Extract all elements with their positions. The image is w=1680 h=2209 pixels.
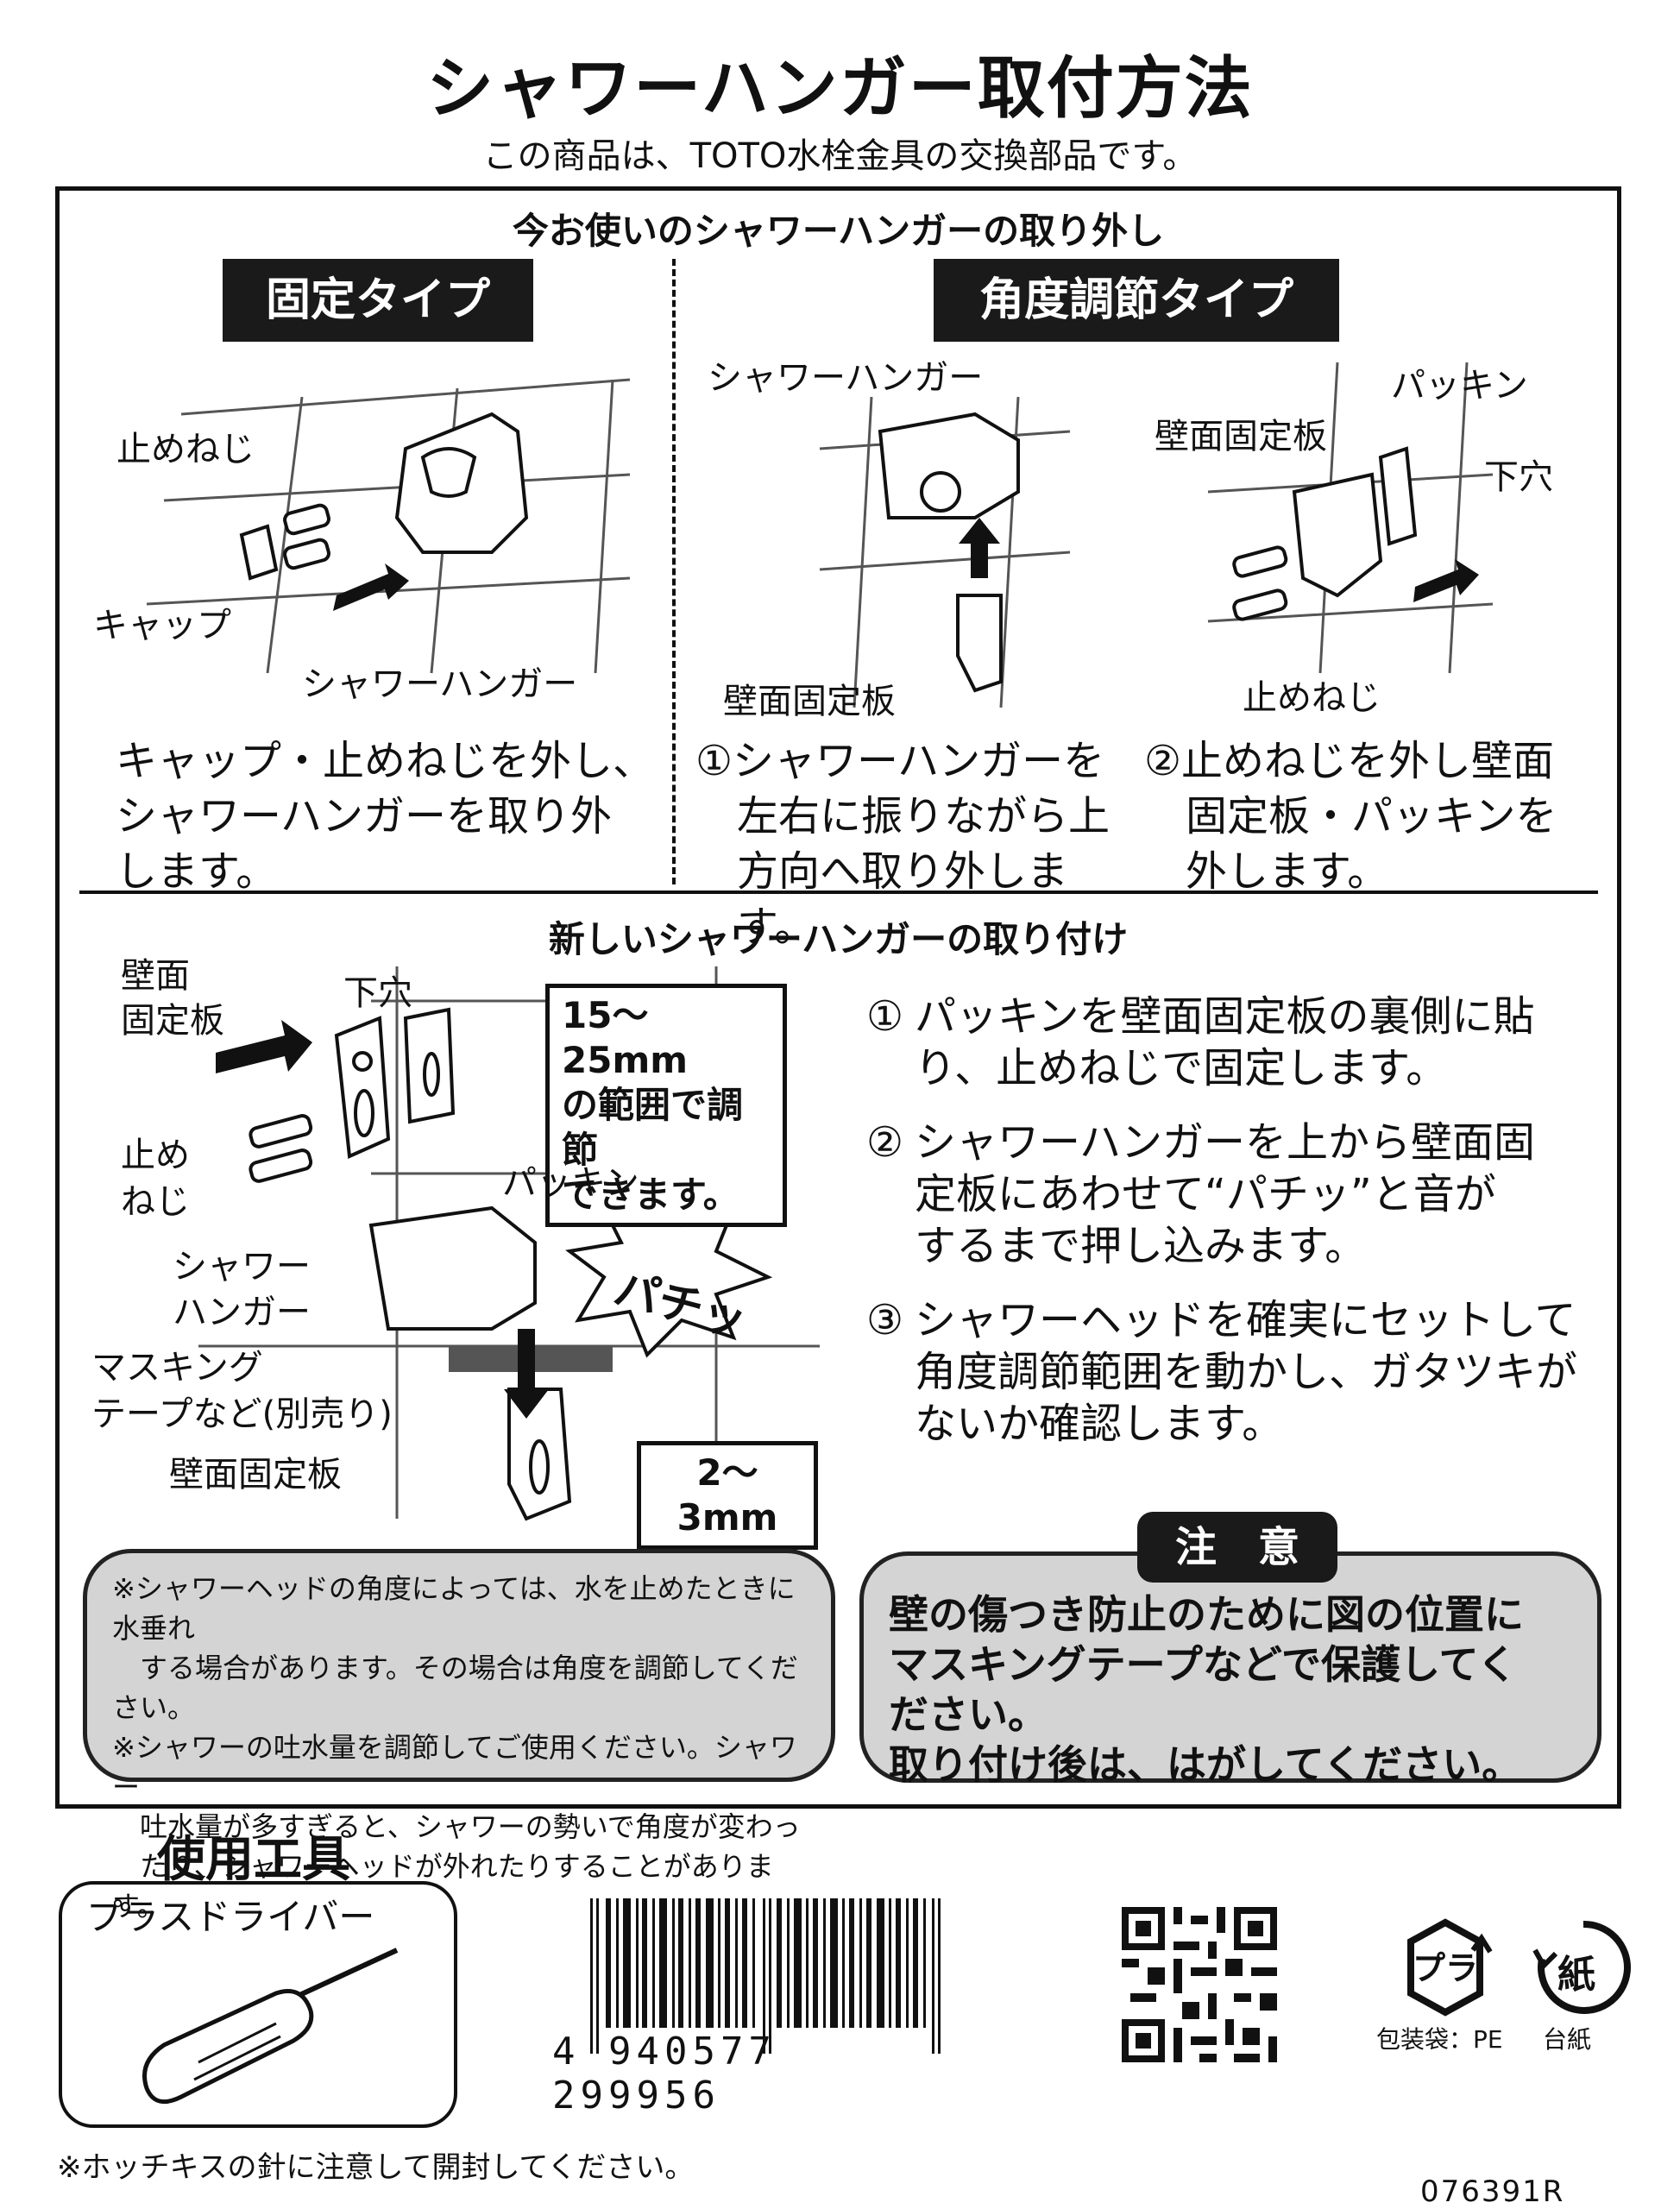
callout-tape-2: テープなど(別売り) <box>91 1386 393 1436</box>
fixed-instruction-line: シャワーハンガーを取り外 <box>116 789 668 844</box>
step-line: り、止めねじで固定します。 <box>866 1042 1600 1094</box>
page-subtitle: この商品は、TOTO水栓金具の交換部品です。 <box>0 128 1680 178</box>
caution-line: 取り付け後は、はがしてください。 <box>889 1740 1579 1790</box>
caution-content: 壁の傷つき防止のために図の位置に マスキングテープなどで保護してく ださい。 取… <box>889 1589 1579 1790</box>
callout-angle-hanger: シャワーハンガー <box>708 349 983 400</box>
qr-code-icon <box>1122 1907 1277 2062</box>
fixed-type-instruction: キャップ・止めねじを外し、 シャワーハンガーを取り外 します。 <box>116 733 668 899</box>
step-line: するまで押し込みます。 <box>866 1220 1600 1272</box>
callout-install-packing: パッキン <box>502 1155 639 1205</box>
section-divider <box>672 259 676 884</box>
caution-line: 壁の傷つき防止のために図の位置に <box>889 1589 1579 1639</box>
callout-hole: 下穴 <box>1484 449 1553 499</box>
callout-packing: パッキン <box>1391 357 1528 407</box>
paper-mark-text: 紙 <box>1557 1943 1595 1998</box>
fixed-instruction-line: キャップ・止めねじを外し、 <box>116 733 668 789</box>
product-code: 076391R <box>1420 2174 1564 2209</box>
step-line: パッキンを壁面固定板の裏側に貼 <box>915 992 1535 1041</box>
paper-material-label: 台紙 <box>1543 2021 1591 2055</box>
callout-angle-screw: 止めねじ <box>1243 670 1381 720</box>
step-number: ③ <box>866 1294 915 1346</box>
callout-install-hanger-2: ハンガー <box>173 1284 311 1334</box>
step-line: 定板にあわせて“パチッ”と音が <box>866 1168 1600 1220</box>
step-line: 止めねじを外し壁面 <box>1181 737 1554 785</box>
angle-type-label: 角度調節タイプ <box>934 259 1339 342</box>
callout-plate-bottom: 壁面固定板 <box>169 1446 342 1496</box>
callout-screw-2: ねじ <box>121 1174 190 1224</box>
step-line: シャワーハンガーを上から壁面固 <box>915 1118 1535 1167</box>
install-heading: 新しいシャワーハンガーの取り付け <box>55 910 1621 963</box>
fixed-instruction-line: します。 <box>116 844 668 899</box>
callout-screw: 止めねじ <box>116 421 255 471</box>
callout-angle-plate-2: 壁面固定板 <box>1155 408 1327 458</box>
note-line: ※シャワーヘッドの角度によっては、水を止めたときに水垂れ <box>112 1569 820 1648</box>
step-number: ② <box>866 1117 915 1168</box>
step-line: 外します。 <box>1144 844 1593 899</box>
callout-angle-plate-1: 壁面固定板 <box>723 673 896 723</box>
caution-label: 注 意 <box>1137 1512 1337 1583</box>
caution-line: ださい。 <box>889 1690 1579 1740</box>
step-line: 角度調節範囲を動かし、ガタツキが <box>866 1346 1600 1398</box>
bag-material-label: 包装袋：PE <box>1376 2021 1503 2055</box>
step-line: シャワーハンガーを <box>733 737 1104 785</box>
step-number: ② <box>1144 737 1181 785</box>
step-line: 左右に振りながら上 <box>695 789 1144 844</box>
angle-removal-illustration-1 <box>820 397 1070 708</box>
staple-warning: ※ホッチキスの針に注意して開封してください。 <box>57 2143 694 2186</box>
removal-heading: 今お使いのシャワーハンガーの取り外し <box>55 202 1621 255</box>
angle-step-2: ②止めねじを外し壁面 固定板・パッキンを 外します。 <box>1144 733 1593 899</box>
step-line: ないか確認します。 <box>866 1398 1600 1450</box>
fixed-type-label: 固定タイプ <box>223 259 533 342</box>
caution-line: マスキングテープなどで保護してく <box>889 1639 1579 1690</box>
callout-plate-top-2: 固定板 <box>121 992 224 1042</box>
tool-name: プラスドライバー <box>86 1888 374 1941</box>
step-line: 固定板・パッキンを <box>1144 789 1593 844</box>
callout-install-hanger-1: シャワー <box>173 1238 311 1288</box>
step-number: ① <box>866 991 915 1042</box>
callout-hanger: シャワーハンガー <box>302 656 577 706</box>
callout-tape-1: マスキング <box>91 1339 263 1389</box>
gap-callout-box: 2～3mm <box>637 1441 818 1550</box>
plastic-mark-text: プラ <box>1413 1942 1478 1989</box>
page-title: シャワーハンガー取付方法 <box>0 35 1680 131</box>
tools-heading: 使用工具 <box>157 1821 350 1891</box>
note-line: ※シャワーの吐水量を調節してご使用ください。シャワー <box>112 1728 820 1807</box>
step-number: ① <box>695 737 733 785</box>
screwdriver-icon <box>129 1942 414 2114</box>
step-line: シャワーヘッドを確実にセットして <box>915 1296 1576 1344</box>
callout-plate-top-1: 壁面 <box>121 947 190 998</box>
callout-cap: キャップ <box>93 597 231 647</box>
note-line: する場合があります。その場合は角度を調節してください。 <box>112 1648 820 1728</box>
callout-screw-1: 止め <box>121 1127 190 1177</box>
range-line: 15～25mm <box>562 993 771 1083</box>
callout-install-hole: 下穴 <box>343 965 412 1015</box>
barcode-digits: 4 940577 299956 <box>552 2030 958 2118</box>
